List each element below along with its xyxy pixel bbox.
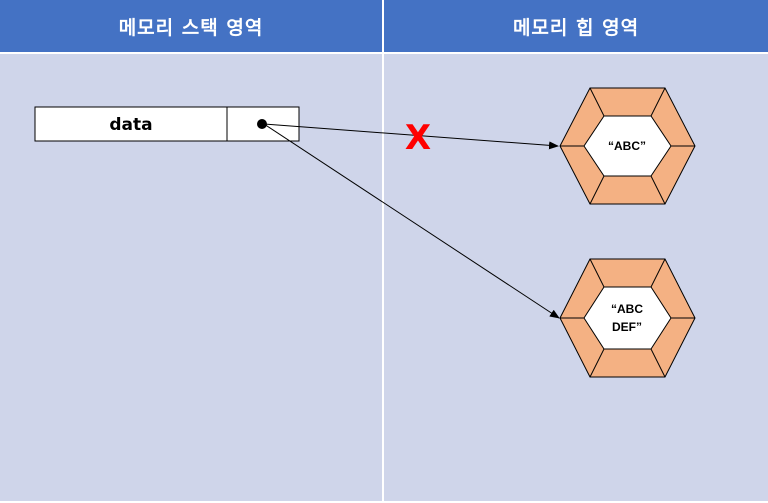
new-reference-arrow [263,123,560,319]
cross-mark: X [405,118,431,158]
heap-area-header: 메모리 힙 영역 [384,0,768,52]
hex-spoke [650,87,666,117]
hex-spoke [650,175,666,205]
hex-spoke [650,258,666,288]
heap-object-value-line-2: DEF” [612,320,642,334]
stack-variable: data [34,106,300,142]
hex-spoke [589,348,605,378]
heap-object-value: “ABC” [608,139,646,153]
heap-object-abc: “ABC” [559,87,696,205]
variable-name-label: data [109,115,152,135]
old-reference-arrow [263,123,559,150]
heap-object-value-line-1: “ABC [611,302,643,316]
variable-name-cell [34,106,228,142]
hex-spoke [589,175,605,205]
heap-area-title: 메모리 힙 영역 [512,16,640,39]
hex-spoke [650,348,666,378]
reference-dot [257,119,267,129]
stack-area-header: 메모리 스택 영역 [0,0,382,52]
hex-spoke [589,258,605,288]
area-divider [382,0,384,503]
heap-object-abcdef: “ABC DEF” [559,258,696,378]
hex-spoke [589,87,605,117]
stack-area-title: 메모리 스택 영역 [118,16,264,39]
